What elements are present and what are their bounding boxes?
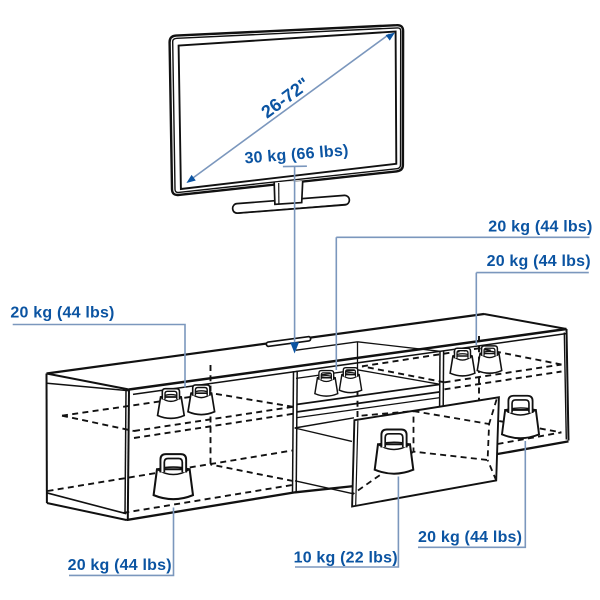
svg-text:26-72": 26-72" — [257, 74, 313, 123]
svg-text:20 kg (44 lbs): 20 kg (44 lbs) — [487, 253, 591, 270]
svg-text:10 kg (22 lbs): 10 kg (22 lbs) — [294, 550, 398, 567]
svg-text:20 kg (44 lbs): 20 kg (44 lbs) — [488, 219, 592, 236]
svg-text:30 kg (66 lbs): 30 kg (66 lbs) — [244, 142, 349, 167]
svg-text:20 kg (44 lbs): 20 kg (44 lbs) — [68, 557, 172, 574]
svg-text:20 kg (44 lbs): 20 kg (44 lbs) — [418, 529, 522, 546]
svg-text:20 kg (44 lbs): 20 kg (44 lbs) — [10, 305, 114, 322]
